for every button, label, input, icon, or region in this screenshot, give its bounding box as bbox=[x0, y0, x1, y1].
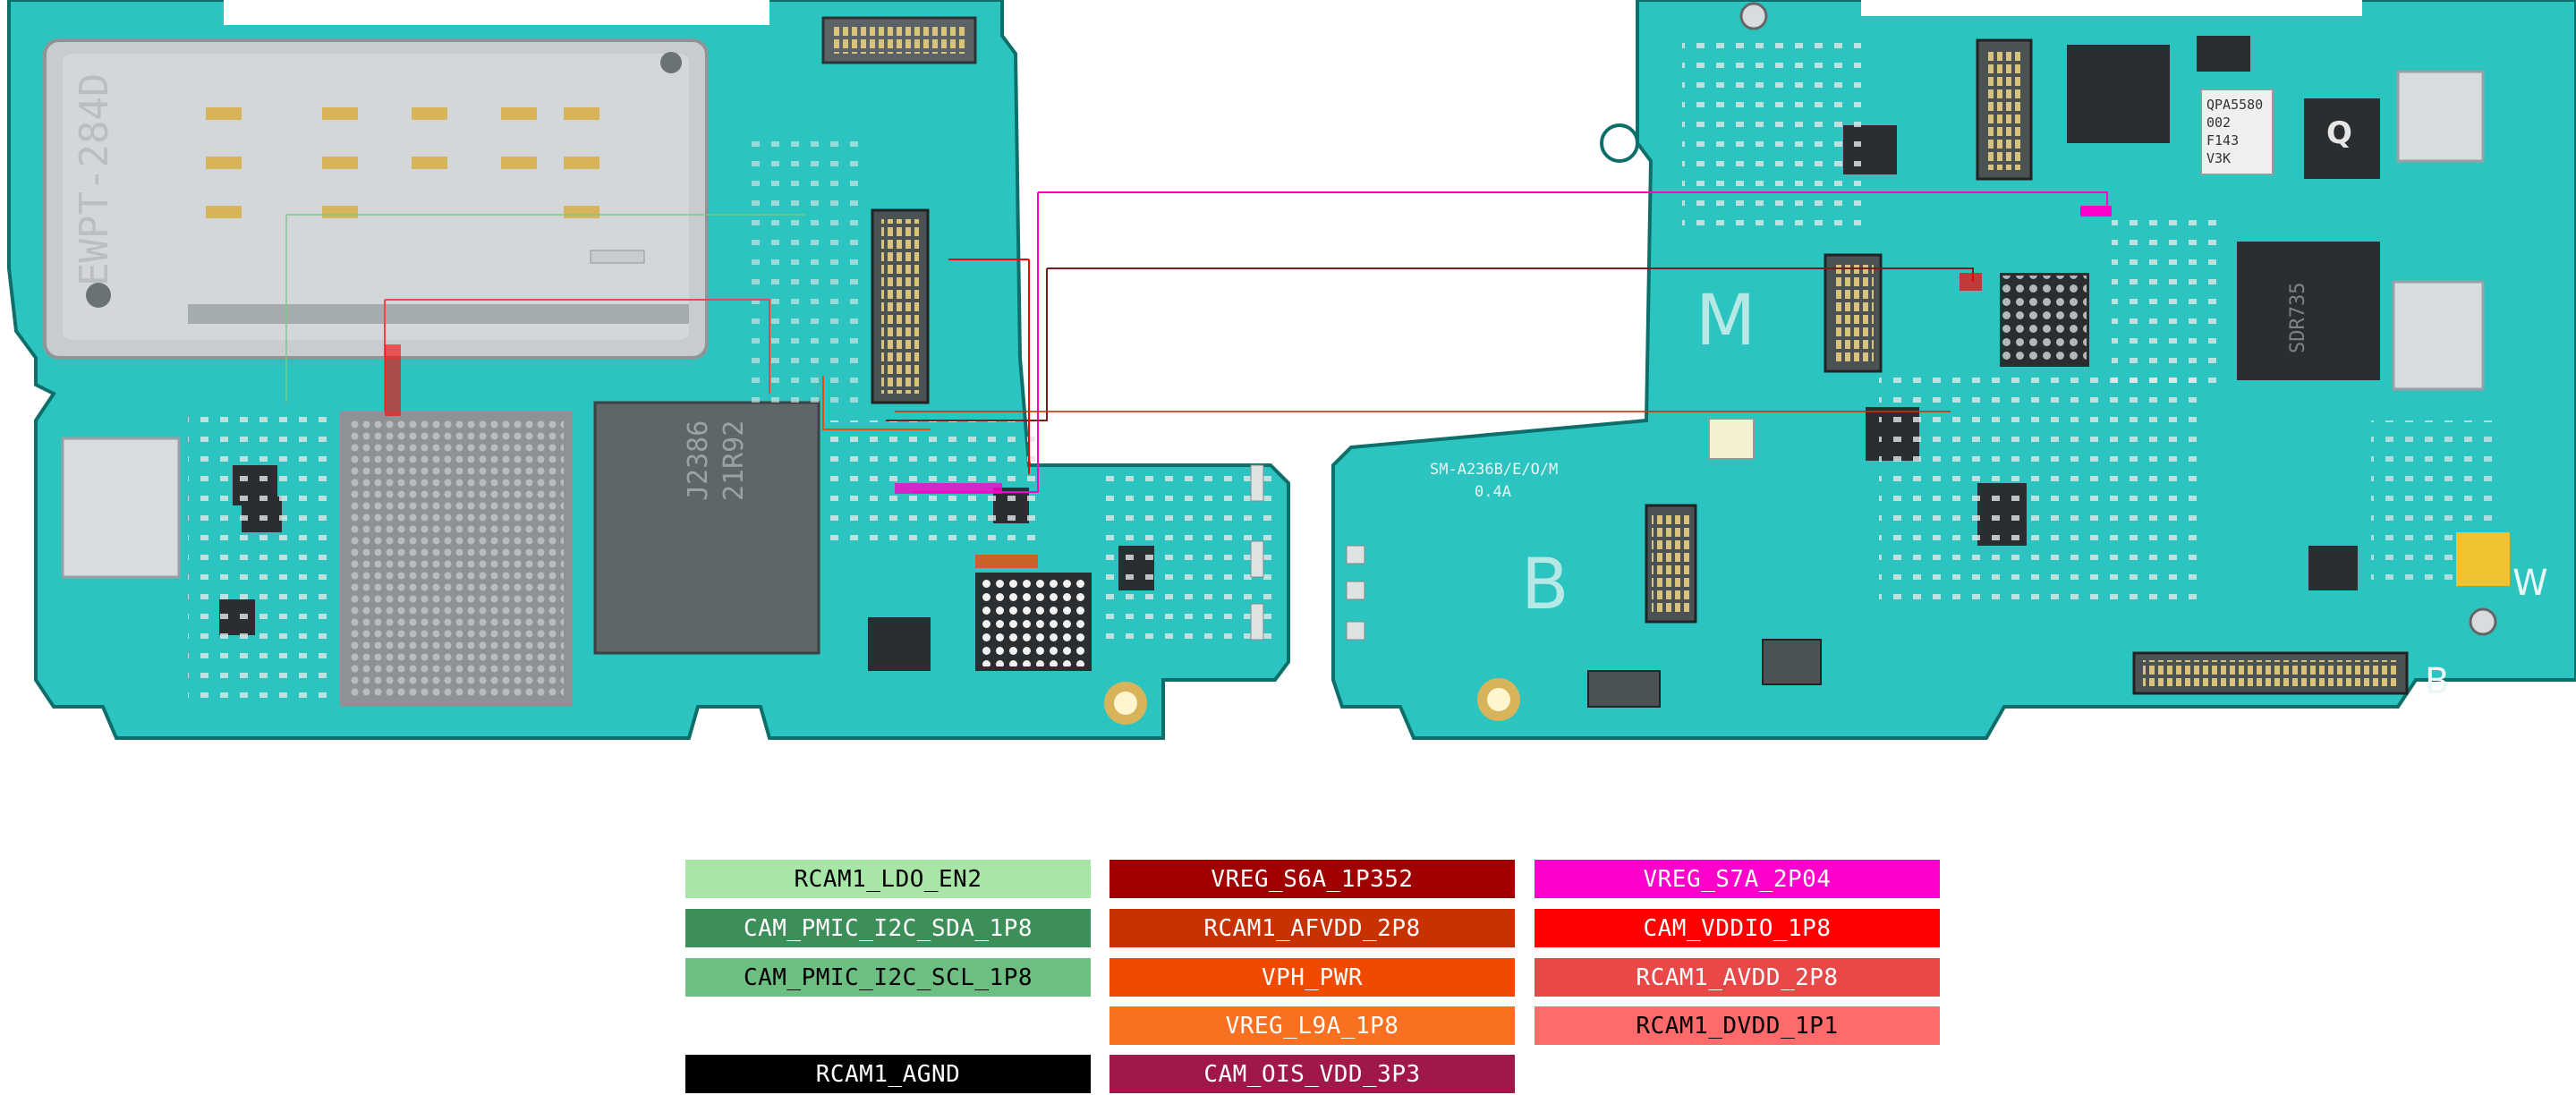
q-logo-text: Q bbox=[2326, 115, 2352, 151]
legend-chip-rcam1-avdd-2p8: RCAM1_AVDD_2P8 bbox=[1535, 958, 1940, 997]
silk-letter-m: M bbox=[1696, 281, 1756, 361]
small-chip-r5 bbox=[2197, 36, 2250, 72]
qr-code bbox=[2456, 532, 2510, 586]
legend-chip-vreg-s7a-2p04: VREG_S7A_2P04 bbox=[1535, 860, 1940, 898]
qpa-chip-text-3: F143 bbox=[2206, 132, 2239, 149]
memory-chip bbox=[593, 401, 820, 655]
rf-transceiver-text: SDR735 bbox=[2287, 283, 2309, 353]
crystal bbox=[1708, 418, 1755, 460]
board-model-label: SM-A236B/E/O/M bbox=[1430, 461, 1558, 479]
silk-letter-b-right: B bbox=[2425, 661, 2449, 702]
legend-chip-rcam1-ldo-en2: RCAM1_LDO_EN2 bbox=[685, 860, 1091, 898]
q-logo-chip bbox=[2304, 98, 2380, 179]
memory-chip-text-1: 21R92 bbox=[718, 420, 750, 501]
qpa-chip-text-4: V3K bbox=[2206, 150, 2231, 166]
legend-chip-vreg-l9a-1p8: VREG_L9A_1P8 bbox=[1109, 1006, 1515, 1045]
legend-chip-vph-pwr: VPH_PWR bbox=[1109, 958, 1515, 997]
shield-left bbox=[61, 437, 181, 579]
shield-right-2 bbox=[2392, 280, 2485, 391]
trace-marker-2 bbox=[1960, 273, 1982, 291]
mount-hole-top bbox=[660, 52, 682, 73]
silk-letter-w: W bbox=[2512, 563, 2548, 604]
legend-chip-rcam1-afvdd-2p8: RCAM1_AFVDD_2P8 bbox=[1109, 909, 1515, 947]
sim-contacts bbox=[188, 107, 689, 324]
legend-chip-cam-ois-vdd-3p3: CAM_OIS_VDD_3P3 bbox=[1109, 1055, 1515, 1093]
trace-marker-3 bbox=[895, 483, 1002, 494]
coax-connector-2 bbox=[2469, 607, 2497, 636]
board-rev-label: 0.4A bbox=[1475, 483, 1511, 501]
connector-small-2 bbox=[1762, 639, 1822, 685]
small-chip-r4 bbox=[2308, 546, 2358, 590]
trace-marker-4 bbox=[385, 344, 401, 416]
memory-chip-text-2: J2386 bbox=[683, 420, 714, 501]
legend-chip-cam-pmic-i2c-scl-1p8: CAM_PMIC_I2C_SCL_1P8 bbox=[685, 958, 1091, 997]
coax-connector-1 bbox=[1739, 2, 1768, 30]
silk-letter-b-left: B bbox=[1521, 545, 1569, 625]
signal-traces bbox=[285, 191, 2112, 568]
trace-vddio bbox=[948, 259, 1030, 474]
legend-chip-rcam1-agnd: RCAM1_AGND bbox=[685, 1055, 1091, 1093]
trace-marker-5 bbox=[975, 555, 1038, 568]
left-board: EWPT-284D bbox=[7, 0, 1290, 740]
small-chip-3 bbox=[868, 617, 931, 671]
trace-marker-1 bbox=[2080, 206, 2112, 216]
legend-chip-vreg-s6a-1p352: VREG_S6A_1P352 bbox=[1109, 860, 1515, 898]
qpa-chip-text-1: QPA5580 bbox=[2206, 97, 2263, 113]
pa-chip bbox=[2067, 45, 2170, 143]
qpa-chip bbox=[2200, 89, 2274, 175]
legend-chip-cam-vddio-1p8: CAM_VDDIO_1P8 bbox=[1535, 909, 1940, 947]
mount-hole-right bbox=[1600, 123, 1639, 163]
sim-tray-inner bbox=[63, 54, 689, 340]
mount-hole bbox=[86, 283, 111, 308]
sim-tray-text: EWPT-284D bbox=[72, 73, 117, 286]
top-notch bbox=[224, 0, 769, 25]
trace-pwr bbox=[822, 376, 931, 430]
legend-chip-rcam1-dvdd-1p1: RCAM1_DVDD_1P1 bbox=[1535, 1006, 1940, 1045]
shield-right-1 bbox=[2396, 70, 2485, 163]
qpa-chip-text-2: 002 bbox=[2206, 115, 2231, 131]
trace-ldo-en bbox=[285, 214, 805, 403]
connector-small bbox=[1587, 670, 1661, 708]
rf-transceiver-chip bbox=[2237, 242, 2380, 380]
pcb-board-diagram: EWPT-284D bbox=[7, 0, 2576, 740]
right-board: SDR735 QPA5580 002 F143 V3K Q bbox=[1331, 0, 2576, 740]
legend-chip-cam-pmic-i2c-sda-1p8: CAM_PMIC_I2C_SDA_1P8 bbox=[685, 909, 1091, 947]
right-board-outline bbox=[1331, 0, 2576, 740]
